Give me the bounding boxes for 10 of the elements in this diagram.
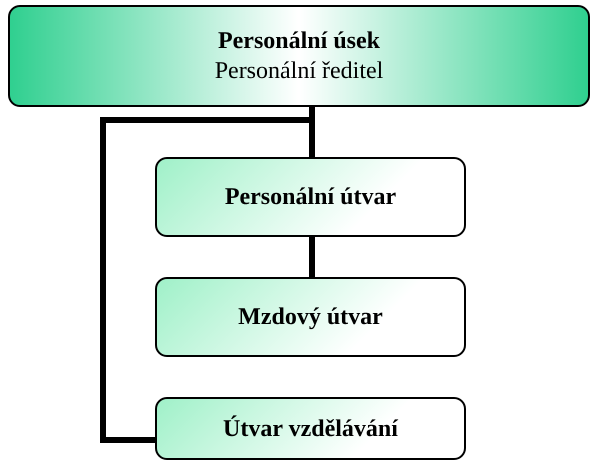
department-box — [8, 5, 590, 107]
box-heading: Personální úsek — [218, 27, 380, 56]
box-heading: Mzdový útvar — [238, 303, 383, 332]
unit-box — [155, 277, 466, 357]
box-subtitle: Personální ředitel — [214, 57, 384, 86]
box-heading: Personální útvar — [224, 183, 396, 212]
unit-box — [155, 397, 466, 460]
box-heading: Útvar vzdělávání — [223, 414, 398, 444]
unit-box — [155, 157, 466, 237]
connector-line — [309, 237, 315, 277]
